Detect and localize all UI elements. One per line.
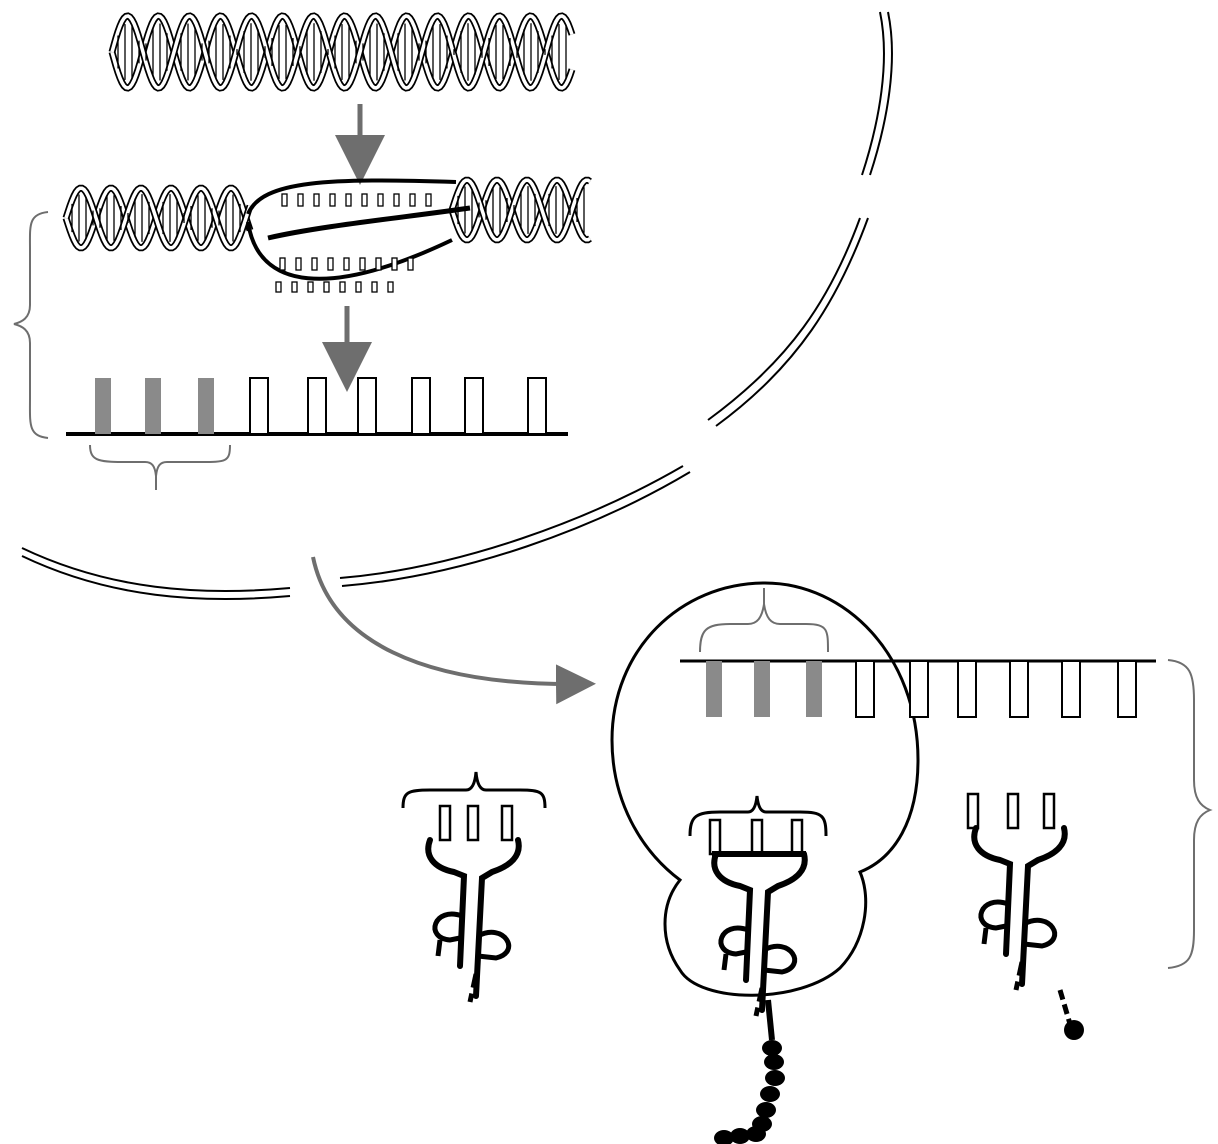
mrna-top-codon-7	[412, 378, 430, 434]
amino-acid-bead-4	[760, 1086, 780, 1102]
mrna-top-codon-3	[198, 378, 214, 434]
nuclear-envelope-upper-arc	[862, 12, 884, 175]
trna-center-anticodon-1	[710, 820, 720, 854]
trna-center-t-loop	[764, 946, 795, 972]
nascent-rna	[268, 208, 470, 238]
mrna-top-codon-5	[308, 378, 326, 434]
bracket-transcription	[14, 212, 48, 438]
bracket-codon-ribosome	[700, 604, 828, 652]
trna-left-d-loop	[435, 914, 462, 940]
mrna-ribo-codon-1	[706, 661, 722, 717]
trna-center-anticodon-2	[752, 820, 762, 854]
dna-transcription-bubble	[66, 180, 590, 292]
trna-left-t-loop	[478, 932, 509, 958]
dna-double-helix	[112, 16, 572, 88]
mrna-strand-top	[66, 378, 568, 434]
nuclear-envelope	[22, 12, 892, 599]
trna-left-anticodon-3	[502, 806, 512, 840]
trna-right-d-loop	[981, 902, 1008, 928]
mrna-ribo-codon-5	[910, 661, 928, 717]
mrna-top-codon-6	[358, 378, 376, 434]
mrna-ribo-codon-6	[958, 661, 976, 717]
mrna-top-codon-8	[465, 378, 483, 434]
trna-in-ribosome	[710, 820, 806, 1016]
trna-left-free	[428, 806, 519, 1002]
trna-right-leaving	[968, 794, 1084, 1040]
trna-right-anticodon-2	[1008, 794, 1018, 828]
mrna-ribo-codon-9	[1118, 661, 1136, 717]
bubble-bottom-strand	[248, 222, 452, 279]
mrna-top-codon-2	[145, 378, 161, 434]
nuclear-envelope-lower-arc	[340, 466, 683, 578]
polypeptide-chain	[714, 1000, 785, 1144]
amino-acid-bead-5	[756, 1102, 776, 1118]
mrna-top-codon-9	[528, 378, 546, 434]
amino-acid-bead-1	[762, 1040, 782, 1056]
amino-acid-right	[1064, 1020, 1084, 1040]
trna-left-anticodon-2	[468, 806, 478, 840]
polypeptide-link	[768, 1000, 772, 1040]
amino-acid-bead-2	[764, 1054, 784, 1070]
trna-right-anticodon-1	[968, 794, 978, 828]
trna-right-anticodon-3	[1044, 794, 1054, 828]
bracket-anticodon-left	[403, 772, 545, 808]
amino-acid-bead-3	[765, 1070, 785, 1086]
mrna-top-codon-1	[95, 378, 111, 434]
nuclear-envelope-middle-arc	[708, 218, 860, 420]
mrna-ribo-codon-3	[806, 661, 822, 717]
nuclear-envelope-left-arc	[22, 548, 290, 591]
mrna-ribo-codon-4	[856, 661, 874, 717]
trna-center-anticodon-3	[792, 820, 802, 854]
bubble-top-strand	[248, 181, 456, 214]
bracket-translation	[1168, 660, 1210, 968]
mrna-ribo-codon-7	[1010, 661, 1028, 717]
mrna-ribo-codon-2	[754, 661, 770, 717]
trna-right-t-loop	[1024, 920, 1055, 946]
trna-center-d-loop	[721, 928, 748, 954]
mrna-top-codon-4	[250, 378, 268, 434]
mrna-strand-ribosome	[680, 661, 1156, 717]
trna-left-anticodon-1	[440, 806, 450, 840]
mrna-ribo-codon-8	[1062, 661, 1080, 717]
amino-acid-bead-9	[714, 1130, 734, 1144]
bracket-codon-top	[90, 445, 230, 476]
